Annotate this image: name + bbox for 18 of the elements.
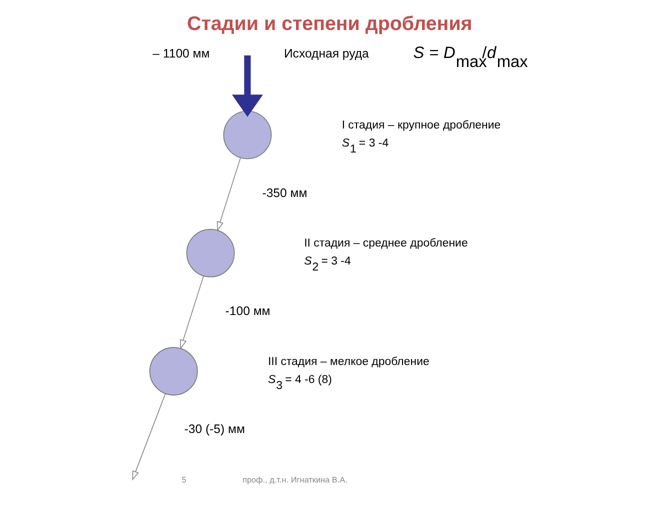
node-circle xyxy=(186,228,234,278)
node-label: III стадия – мелкое дробление xyxy=(267,356,429,368)
label: проф., д.т.н. Игнаткина В.А. xyxy=(242,475,347,484)
arrow xyxy=(132,393,166,481)
node-circle xyxy=(222,110,272,160)
label: Исходная руда xyxy=(283,46,368,60)
node-label: I стадия – крупное дробление xyxy=(341,120,500,132)
arrow xyxy=(231,55,262,117)
diagram-title: Стадии и степени дробления xyxy=(186,13,472,36)
arrow xyxy=(179,276,204,350)
arrow xyxy=(216,158,240,232)
label: -100 мм xyxy=(224,304,270,318)
node-circle xyxy=(148,347,198,396)
label: -350 мм xyxy=(262,186,307,200)
label: -30 (-5) мм xyxy=(184,422,244,436)
node-label: II стадия – среднее дробление xyxy=(304,238,468,250)
label: – 1100 мм xyxy=(152,46,210,60)
label: 5 xyxy=(181,475,186,484)
